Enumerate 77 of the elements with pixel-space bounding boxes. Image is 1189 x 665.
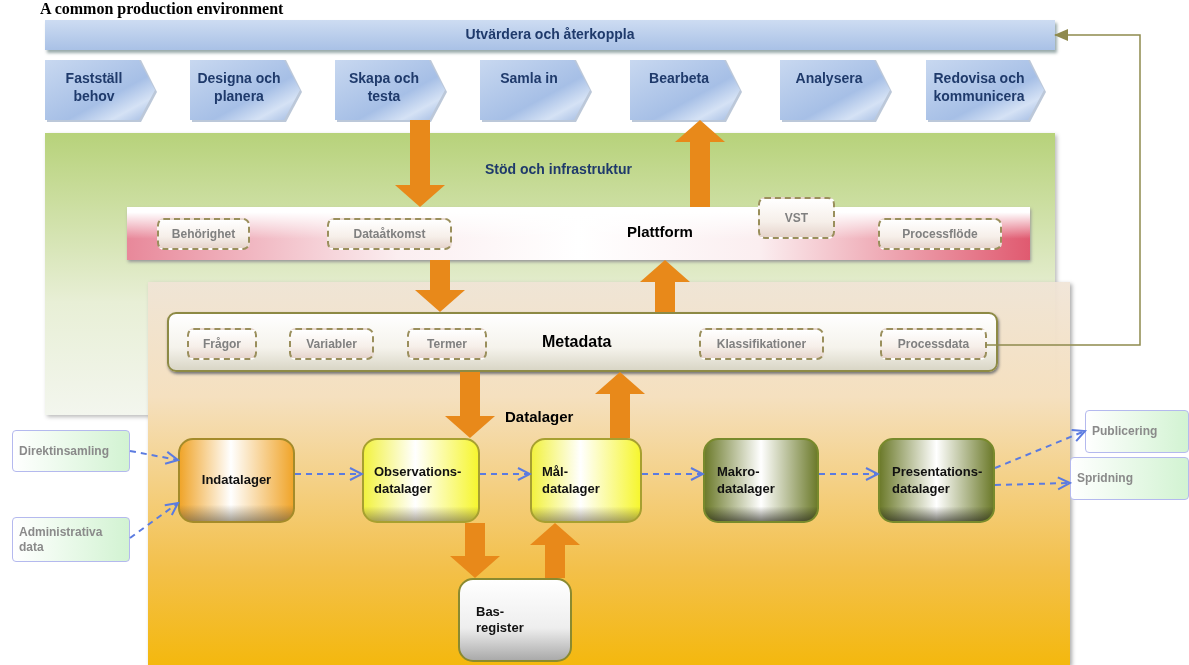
platform-band: [127, 207, 1030, 260]
diagram-title: A common production environment: [40, 0, 284, 18]
node-label: Skapa och testa: [348, 70, 420, 105]
panel-heading: Stöd och infrastruktur: [485, 161, 632, 179]
node-label: VST: [784, 210, 809, 226]
node-label: Samla in: [500, 70, 558, 88]
node-label: Dataåtkomst: [353, 226, 426, 242]
external-box: [1085, 410, 1189, 453]
node-label: Mål- datalager: [542, 464, 600, 497]
node-label: Presentations- datalager: [892, 464, 983, 497]
node-label: Spridning: [1077, 471, 1133, 486]
component-tag: [407, 328, 487, 360]
block-arrow: [445, 372, 495, 438]
arrow: [641, 467, 704, 481]
component-tag: [187, 328, 257, 360]
node-label: Processflöde: [902, 226, 978, 242]
node-label: Administrativa data: [19, 524, 103, 555]
stage-bar: [45, 20, 1055, 50]
node-label: Bas- register: [476, 603, 524, 637]
block-arrow: [450, 523, 500, 578]
arrow: [994, 429, 1086, 469]
arrow: [129, 502, 179, 539]
component-tag: [289, 328, 374, 360]
data-store-box: [178, 438, 295, 523]
external-box: [1070, 457, 1189, 500]
component-tag: [327, 218, 452, 250]
node-label: Makro- datalager: [717, 464, 775, 497]
process-step: [480, 60, 590, 120]
metadata-band: [167, 312, 998, 372]
component-tag: [758, 197, 835, 239]
arrow: [984, 29, 1141, 346]
component-tag: [157, 218, 250, 250]
node-label: Behörighet: [171, 226, 236, 242]
block-arrow: [675, 120, 725, 207]
process-step: [190, 60, 300, 120]
node-label: Termer: [427, 336, 467, 352]
arrow: [294, 467, 363, 481]
node-label: Utvärdera och återkoppla: [465, 26, 635, 44]
data-store-box: [362, 438, 480, 523]
node-label: Klassifikationer: [716, 336, 807, 352]
node-label: Processdata: [897, 336, 970, 352]
node-label: Indatalager: [201, 472, 272, 489]
arrow: [994, 476, 1071, 491]
component-tag: [878, 218, 1002, 250]
process-step: [335, 60, 445, 120]
process-step: [630, 60, 740, 120]
external-box: [12, 430, 130, 472]
block-arrow: [530, 523, 580, 578]
data-store-box: [530, 438, 642, 523]
node-label: Analysera: [795, 70, 863, 88]
node-label: Designa och planera: [196, 70, 282, 105]
node-label: Observations- datalager: [374, 464, 462, 497]
data-store-box: [703, 438, 819, 523]
node-label: Redovisa och kommunicera: [932, 70, 1026, 105]
component-tag: [880, 328, 987, 360]
block-arrow: [395, 120, 445, 207]
node-label: Variabler: [306, 336, 357, 352]
block-arrow: [595, 372, 645, 438]
panel-heading: Plattform: [627, 223, 693, 242]
panel-heading: Datalager: [505, 408, 574, 427]
block-arrow: [640, 260, 690, 312]
external-box: [12, 517, 130, 562]
data-store-box: [878, 438, 995, 523]
node-label: Publicering: [1092, 424, 1158, 439]
node-label: Direktinsamling: [19, 443, 110, 459]
node-label: Frågor: [203, 336, 241, 352]
node-label: Bearbeta: [649, 70, 709, 88]
block-arrow: [415, 260, 465, 312]
process-step: [926, 60, 1044, 120]
register-box: [458, 578, 572, 662]
process-step: [780, 60, 890, 120]
arrow: [818, 467, 879, 481]
panel-heading: Metadata: [542, 332, 612, 352]
process-step: [45, 60, 155, 120]
node-label: Fastställ behov: [64, 70, 124, 105]
arrow: [479, 467, 531, 481]
component-tag: [699, 328, 824, 360]
